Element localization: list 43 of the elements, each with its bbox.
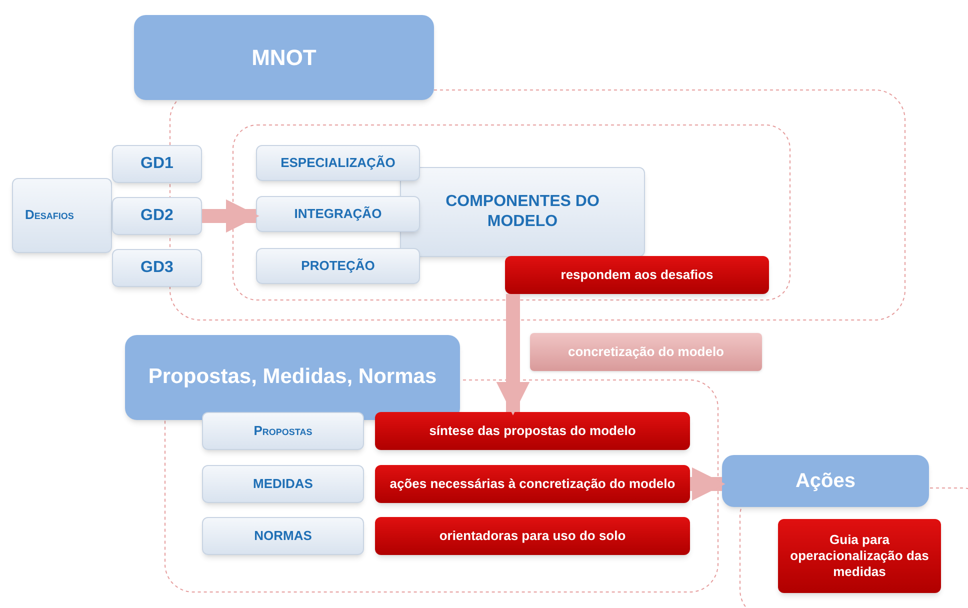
node-text: COMPONENTES DO MODELO (444, 192, 600, 232)
node-text: INTEGRAÇÃO (294, 206, 382, 222)
component-box (112, 145, 202, 183)
node-text: síntese das propostas do modelo (429, 422, 636, 440)
node-text: GD3 (140, 258, 174, 278)
description-box (778, 519, 941, 593)
description-box (375, 465, 690, 503)
header-box (134, 15, 434, 100)
node-text: MNOT (252, 44, 316, 72)
node-text: GD1 (140, 154, 174, 174)
label-box (530, 333, 762, 371)
block-arrow (202, 199, 260, 233)
component-box (112, 249, 202, 287)
description-box (505, 256, 769, 294)
node-text: respondem aos desafios (560, 266, 714, 284)
component-box (202, 412, 364, 450)
component-box (202, 517, 364, 555)
header-box (125, 335, 460, 420)
node-text: orientadoras para uso do solo (439, 528, 626, 544)
node-text: PROTEÇÃO (301, 258, 375, 274)
component-box (12, 178, 112, 253)
description-box (375, 412, 690, 450)
component-box (256, 248, 420, 284)
node-text: Propostas (254, 422, 312, 440)
node-text: Propostas, Medidas, Normas (148, 364, 437, 390)
component-box (112, 197, 202, 235)
node-text: ESPECIALIZAÇÃO (280, 154, 396, 172)
component-box (202, 465, 364, 503)
node-text: Guia para operacionalização das medidas (789, 532, 930, 580)
block-arrow (690, 467, 726, 501)
node-text: GD2 (140, 206, 174, 226)
node-text: NORMAS (254, 528, 312, 544)
node-text: Ações (795, 468, 856, 494)
node-text: ações necessárias à concretização do modelo (390, 476, 676, 492)
header-box (722, 455, 929, 507)
component-box (256, 145, 420, 181)
component-box (256, 196, 420, 232)
node-text: Desafios (25, 207, 74, 224)
node-text: MEDIDAS (253, 476, 313, 492)
component-box (400, 167, 645, 257)
description-box (375, 517, 690, 555)
node-text: concretização do modelo (568, 344, 724, 360)
block-arrow (496, 294, 530, 416)
